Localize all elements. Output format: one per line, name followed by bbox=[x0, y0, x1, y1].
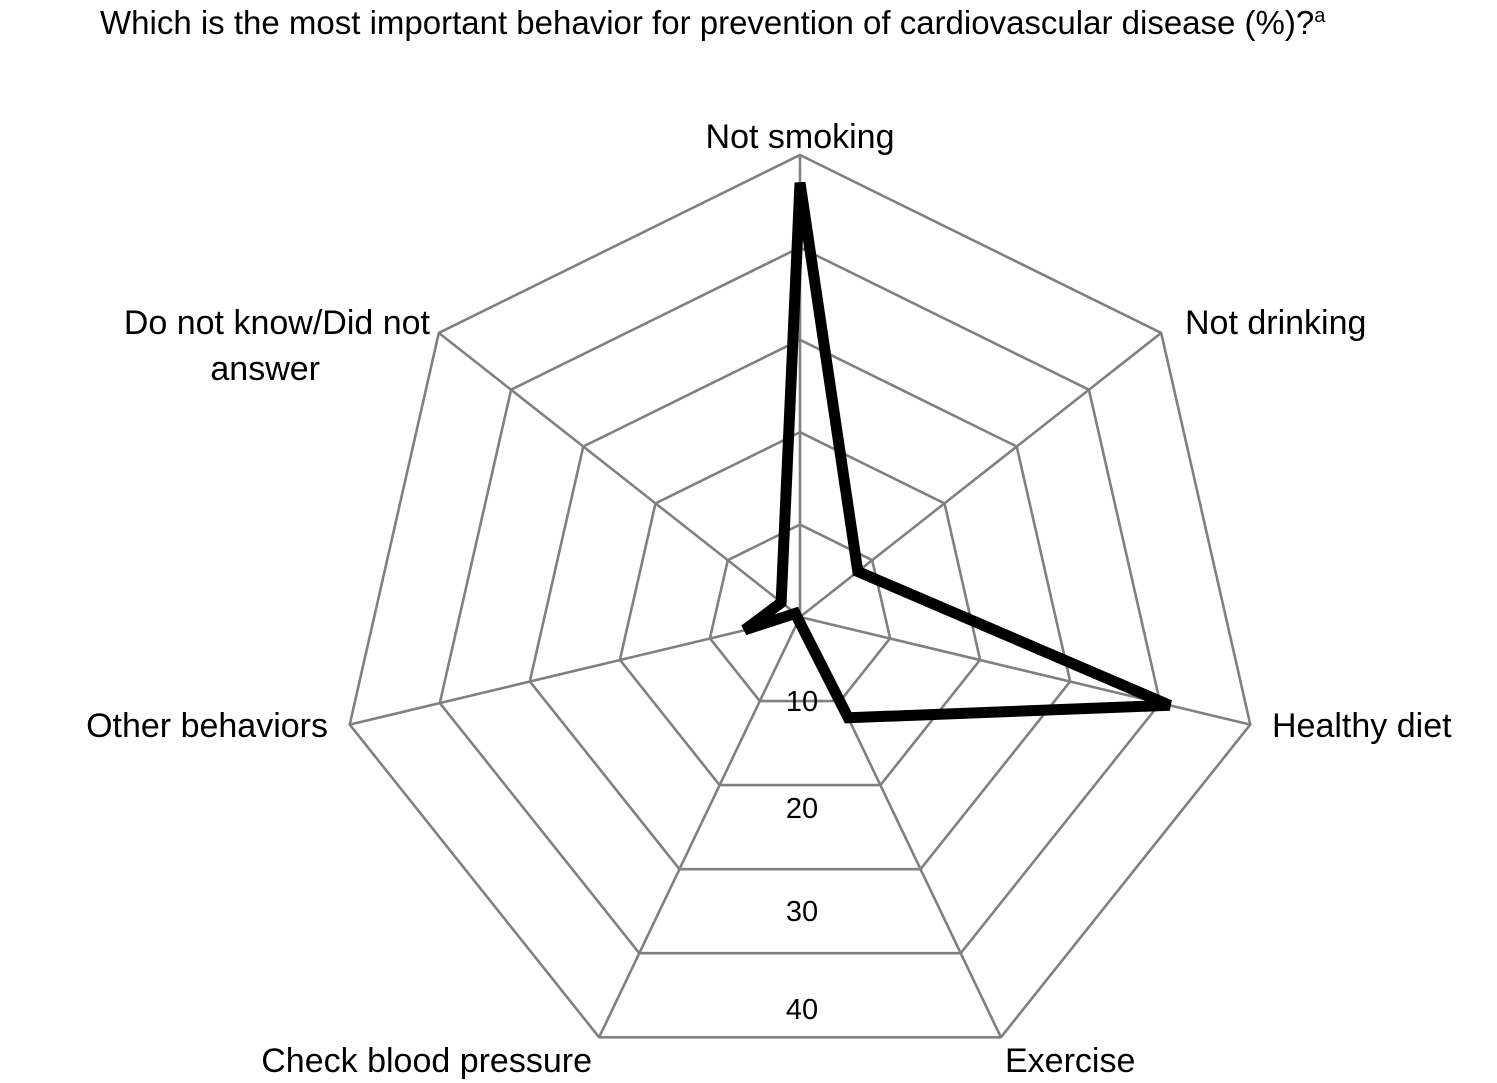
radar-grid-spokes bbox=[349, 155, 1251, 1038]
axis-label-not-smoking: Not smoking bbox=[706, 118, 895, 156]
tick-label-40: 40 bbox=[786, 994, 818, 1026]
spoke-healthy-diet bbox=[799, 615, 1251, 726]
axis-label-do-not-know-line1: Do not know/Did not bbox=[124, 304, 431, 342]
page-title-superscript: a bbox=[1314, 5, 1326, 27]
spoke-other-behaviors bbox=[349, 615, 801, 726]
tick-label-10: 10 bbox=[786, 686, 818, 718]
radar-grid-rings bbox=[348, 153, 1252, 1039]
tick-label-30: 30 bbox=[786, 896, 818, 928]
page-title: Which is the most important behavior for… bbox=[100, 2, 1420, 43]
page-title-text: Which is the most important behavior for… bbox=[100, 4, 1315, 41]
grid-ring-20 bbox=[618, 430, 982, 787]
radar-data-series bbox=[741, 181, 1172, 724]
axis-label-healthy-diet: Healthy diet bbox=[1272, 707, 1452, 745]
tick-label-20: 20 bbox=[786, 793, 818, 825]
spoke-check-blood-pressure bbox=[597, 616, 802, 1038]
axis-label-exercise: Exercise bbox=[1005, 1042, 1135, 1080]
grid-ring-50 bbox=[348, 153, 1252, 1039]
axis-label-do-not-know-line2: answer bbox=[210, 350, 320, 388]
grid-ring-40 bbox=[438, 245, 1162, 955]
axis-label-check-blood-pressure: Check blood pressure bbox=[261, 1042, 592, 1080]
axis-label-not-drinking: Not drinking bbox=[1185, 304, 1366, 342]
grid-ring-30 bbox=[528, 338, 1072, 871]
spoke-do-not-know bbox=[437, 331, 801, 619]
axis-label-other-behaviors: Other behaviors bbox=[86, 707, 328, 745]
